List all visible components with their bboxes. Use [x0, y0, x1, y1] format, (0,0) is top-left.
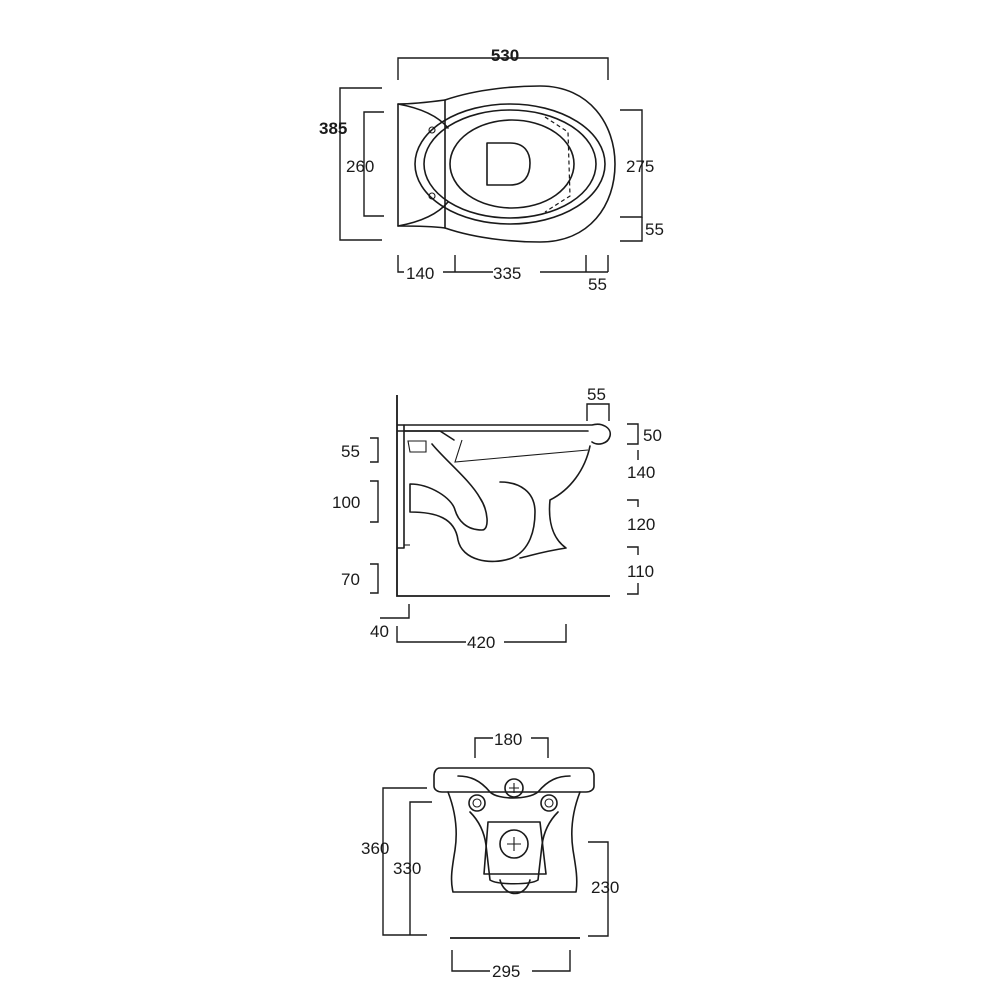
top-view-outline	[397, 85, 616, 243]
dim-overall-height-label: 360	[361, 839, 389, 858]
dim-rim-overhang-label: 55	[587, 385, 606, 404]
dim-outlet-height-label: 100	[332, 493, 360, 512]
dim-rear-width-label: 260	[346, 157, 374, 176]
dim-bowl-width: 275	[620, 109, 654, 218]
dim-right-chain: 50 140 120 110	[627, 423, 662, 595]
dim-bottom-chain: 140 335 55	[397, 255, 609, 294]
dim-front-offset-label: 55	[645, 220, 664, 239]
dim-rear-width: 260	[346, 111, 384, 217]
dim-rim-overhang: 55	[586, 385, 610, 421]
dim-rear-depth-label: 140	[406, 264, 434, 283]
dim-overall-length-label: 530	[491, 46, 519, 65]
dim-foot-height-label: 110	[627, 562, 654, 581]
dim-base-width: 295	[451, 950, 571, 981]
dim-overall-width: 385	[319, 87, 382, 241]
dim-wall-gap-label: 40	[370, 622, 389, 641]
rear-view-outline	[433, 767, 595, 895]
dim-bowl-width-label: 275	[626, 157, 654, 176]
dim-overall-height: 360	[361, 787, 427, 936]
dim-left-chain: 55 100 70	[332, 437, 379, 594]
dim-upper-offset-label: 55	[341, 442, 360, 461]
dim-overall-width-label: 385	[319, 119, 347, 138]
dim-overall-length: 530	[397, 46, 609, 80]
dim-base-width-label: 295	[492, 962, 520, 981]
dim-body-height: 330	[393, 801, 432, 935]
side-view: 55 55 100 70 50 140 120 110 40	[332, 385, 662, 652]
dim-bowl-length-label: 335	[493, 264, 521, 283]
dim-trap-height-label: 120	[627, 515, 655, 534]
dim-front-offset: 55	[620, 217, 664, 242]
dim-bowl-depth-label: 140	[627, 463, 655, 482]
dim-rim-height-label: 50	[643, 426, 662, 445]
dim-body-height-label: 330	[393, 859, 421, 878]
dim-projection-label: 420	[467, 633, 495, 652]
dim-base-height-label: 70	[341, 570, 360, 589]
rear-view: 180 360 330 230 295	[361, 730, 619, 981]
wall-floor-line	[396, 395, 610, 597]
dim-outlet-height: 230	[588, 841, 619, 937]
top-view: 530 385 260 275 55 140	[319, 46, 664, 294]
side-view-outline	[397, 423, 612, 563]
dim-fixing-width-label: 180	[494, 730, 522, 749]
dim-fixing-width: 180	[474, 730, 549, 758]
dim-outlet-height-label: 230	[591, 878, 619, 897]
dim-bottom-side: 40 420	[370, 604, 567, 652]
dim-front-lip-label: 55	[588, 275, 607, 294]
